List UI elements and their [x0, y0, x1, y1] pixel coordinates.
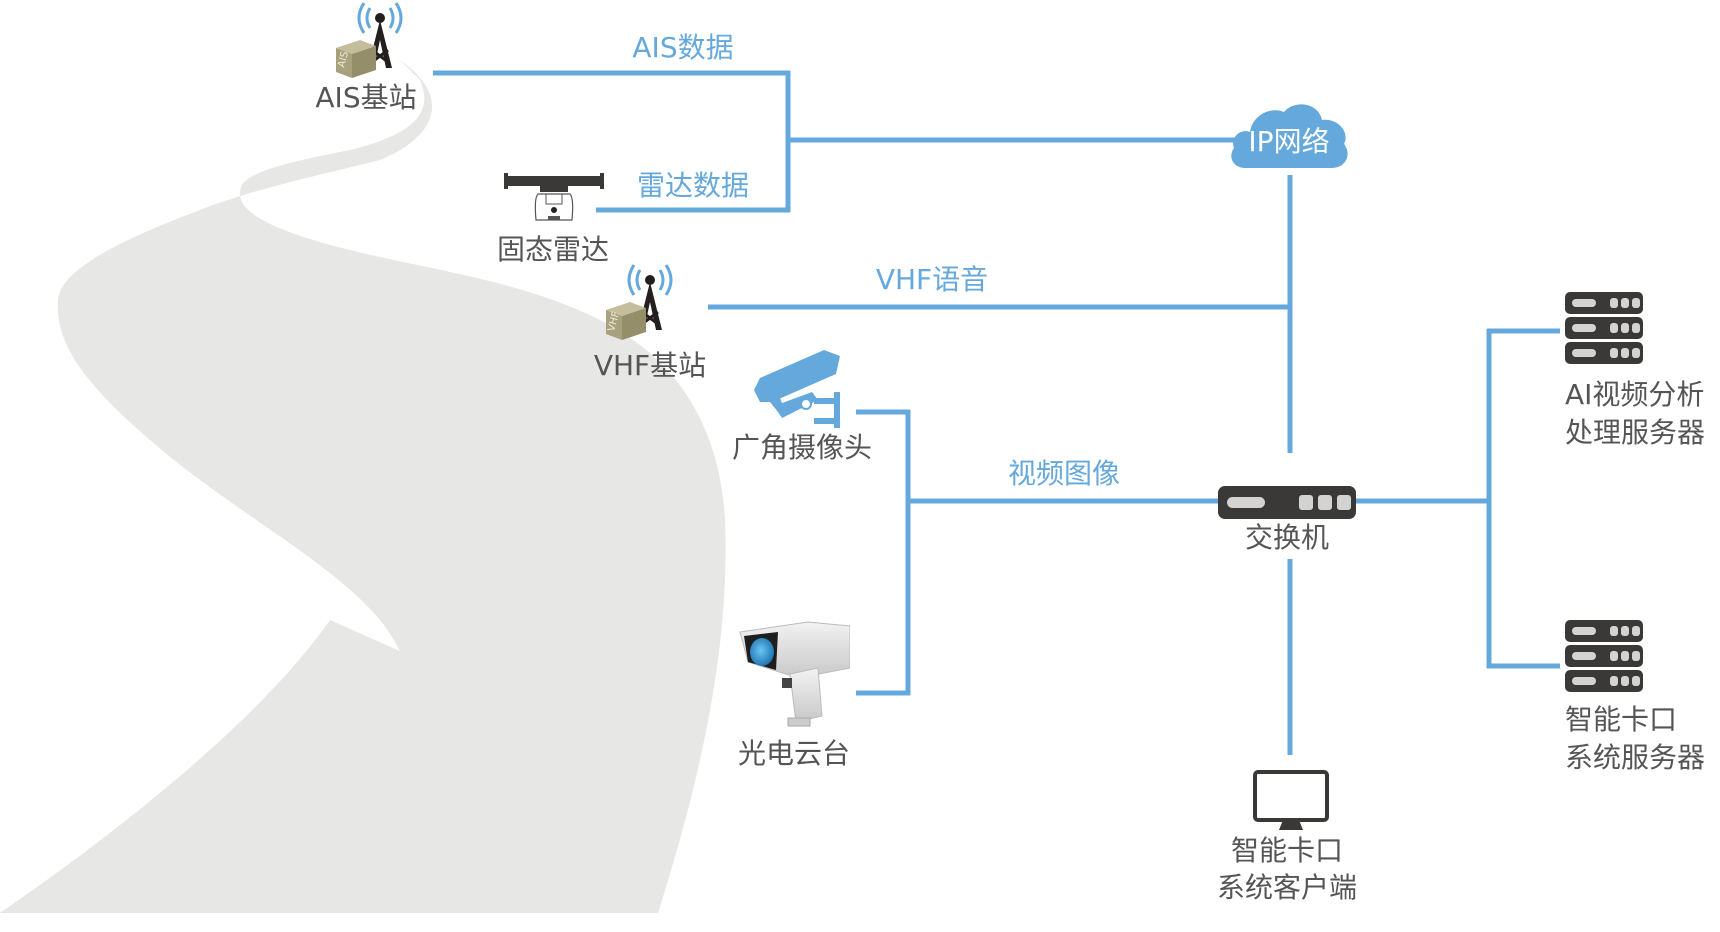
- security-camera-icon: [754, 350, 840, 428]
- ip-network-label: IP网络: [1248, 125, 1330, 158]
- vhf-station-label: VHF基站: [593, 349, 707, 382]
- vhf-box-text: VHF: [606, 310, 622, 333]
- client-label-line2: 系统客户端: [1216, 871, 1358, 904]
- cloud-icon: [1231, 104, 1348, 168]
- ai-server-label-line2: 处理服务器: [1565, 416, 1706, 449]
- road-shape: [57, 60, 726, 913]
- ai-server-label-line1: AI视频分析: [1565, 378, 1705, 411]
- radar-data-label: 雷达数据: [636, 169, 750, 202]
- ai-server-icon: [1565, 292, 1643, 364]
- video-image-label: 视频图像: [1007, 457, 1121, 490]
- checkpoint-server-label-line1: 智能卡口: [1565, 703, 1678, 736]
- wide-camera-label: 广角摄像头: [731, 431, 873, 464]
- vhf-station-icon: VHF: [606, 264, 673, 340]
- radar-label: 固态雷达: [496, 233, 610, 266]
- network-switch-icon: [1218, 486, 1356, 519]
- ais-box-text: AIS: [336, 50, 351, 68]
- monitor-icon: [1253, 770, 1329, 830]
- ais-data-label: AIS数据: [632, 31, 734, 64]
- checkpoint-server-label-line2: 系统服务器: [1565, 741, 1706, 774]
- ptz-camera-icon: [739, 621, 850, 727]
- vhf-voice-label: VHF语音: [875, 263, 989, 296]
- ais-station-icon: AIS: [336, 2, 403, 78]
- switch-label: 交换机: [1244, 521, 1330, 554]
- solid-state-radar-icon: [504, 173, 604, 221]
- ptz-camera-label: 光电云台: [737, 737, 851, 770]
- client-label-line1: 智能卡口: [1230, 834, 1344, 867]
- checkpoint-server-icon: [1565, 620, 1643, 692]
- ais-station-label: AIS基站: [315, 81, 417, 114]
- road-lower-left: [0, 620, 422, 913]
